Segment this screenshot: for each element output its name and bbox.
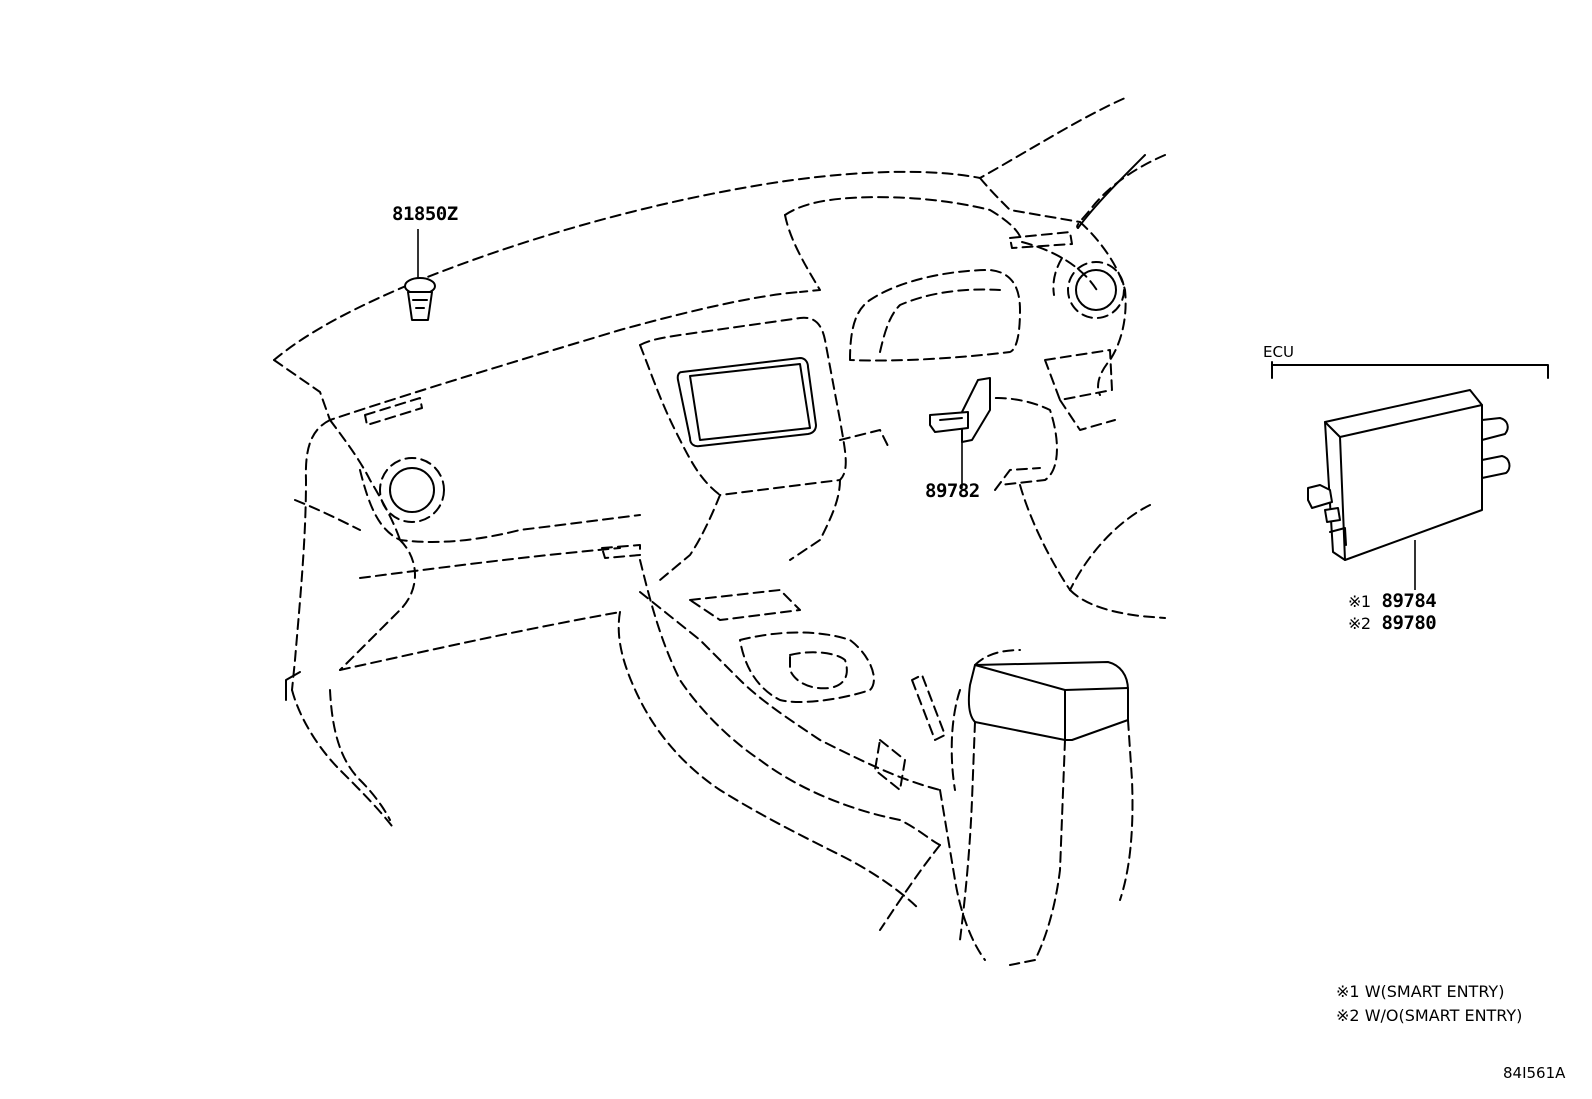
part-number-89782: 89782 <box>925 480 980 502</box>
diagram-code: 84I561A <box>1503 1064 1566 1082</box>
footnote-1: ※1 W(SMART ENTRY) <box>1336 982 1504 1001</box>
dashboard-outline <box>273 97 1166 966</box>
clip-81850z-part <box>404 229 436 321</box>
ecu-module-part <box>1271 361 1549 590</box>
ecu-mark-1: ※1 <box>1348 592 1371 611</box>
footnote-2-mark: ※2 <box>1336 1006 1360 1025</box>
ecu-mark-2: ※2 <box>1348 614 1371 633</box>
ecu-part-line-1: ※1 89784 <box>1348 590 1437 612</box>
part-number-89780: 89780 <box>1381 612 1437 634</box>
ecu-group-label: ECU <box>1263 343 1294 361</box>
part-number-81850z: 81850Z <box>392 203 458 225</box>
footnote-1-mark: ※1 <box>1336 982 1360 1001</box>
footnote-2: ※2 W/O(SMART ENTRY) <box>1336 1006 1522 1025</box>
footnote-1-text: W(SMART ENTRY) <box>1364 982 1505 1001</box>
footnote-2-text: W/O(SMART ENTRY) <box>1364 1006 1523 1025</box>
sensor-89782-part <box>929 377 991 488</box>
part-number-89784: 89784 <box>1381 590 1437 612</box>
ecu-part-line-2: ※2 89780 <box>1348 612 1437 634</box>
